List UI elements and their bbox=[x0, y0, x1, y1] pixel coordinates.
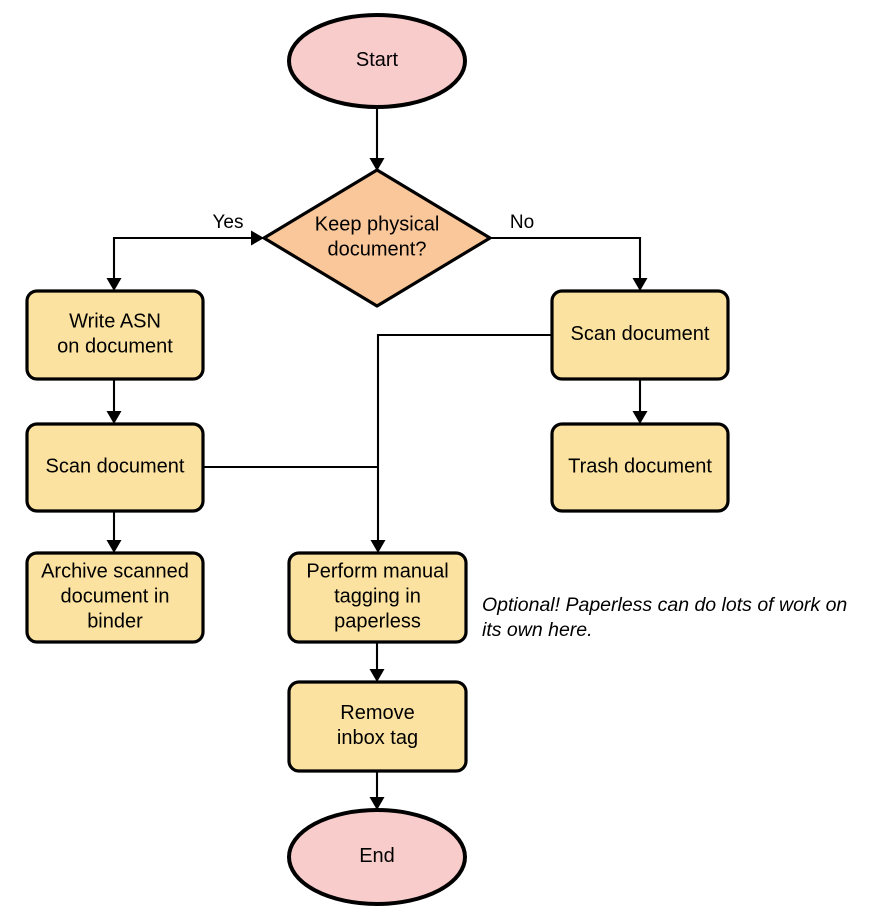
node-label-line: Trash document bbox=[568, 456, 712, 478]
node-label: Scan document bbox=[46, 456, 185, 478]
edge-tagging-to-remove-tag bbox=[369, 642, 385, 682]
node-label: Remove inbox tag bbox=[337, 702, 418, 749]
edge-label-decision-no: No bbox=[510, 212, 534, 233]
node-label: Start bbox=[356, 49, 399, 71]
node-label: Keep physical document? bbox=[315, 214, 440, 261]
arrowhead-icon bbox=[106, 411, 122, 424]
node-label: End bbox=[359, 845, 395, 867]
node-label-line: paperless bbox=[334, 611, 421, 633]
arrowhead-icon bbox=[632, 411, 648, 424]
edge-remove-tag-to-end bbox=[369, 771, 385, 810]
edge-scan-right-to-tagging bbox=[370, 333, 552, 553]
process-box[interactable] bbox=[25, 289, 205, 381]
edge-start-to-decision bbox=[369, 107, 385, 171]
node-label-line: on document bbox=[57, 336, 173, 358]
node-archive-binder[interactable]: Archive scanned document in binder bbox=[25, 551, 205, 644]
arrowhead-icon bbox=[370, 540, 386, 553]
edge-scan-right-to-trash bbox=[632, 379, 648, 424]
process-box[interactable] bbox=[25, 551, 205, 644]
node-label: Trash document bbox=[568, 456, 712, 478]
node-scan-right[interactable]: Scan document bbox=[550, 289, 730, 381]
annotation-optional-note: Optional! Paperless can do lots of work … bbox=[482, 594, 847, 641]
arrowhead-icon bbox=[369, 797, 385, 810]
node-start[interactable]: Start bbox=[287, 13, 467, 109]
annotation-line: Optional! Paperless can do lots of work … bbox=[482, 594, 847, 616]
node-label-line: document? bbox=[328, 239, 427, 261]
node-label: Archive scanned document in binder bbox=[41, 561, 189, 633]
node-label-line: Write ASN bbox=[69, 311, 161, 333]
arrowhead-icon bbox=[106, 540, 122, 553]
edge-label-decision-yes: Yes bbox=[213, 212, 244, 233]
node-label-line: End bbox=[359, 845, 395, 867]
decision-diamond[interactable] bbox=[262, 168, 492, 308]
edges-layer: Yes No bbox=[106, 107, 648, 810]
edge-line bbox=[490, 236, 642, 284]
node-keep-physical[interactable]: Keep physical document? bbox=[262, 168, 492, 308]
node-write-asn[interactable]: Write ASN on document bbox=[25, 289, 205, 381]
node-label-line: document in bbox=[61, 586, 170, 608]
node-label-line: binder bbox=[87, 611, 143, 633]
node-label-line: inbox tag bbox=[337, 727, 418, 749]
node-label-line: Keep physical bbox=[315, 214, 440, 236]
node-label-line: Archive scanned bbox=[41, 561, 189, 583]
node-label-line: tagging in bbox=[334, 586, 421, 608]
node-label-line: Remove bbox=[340, 702, 414, 724]
process-box[interactable] bbox=[550, 422, 730, 513]
edge-decision-yes: Yes bbox=[106, 212, 264, 291]
terminal-ellipse[interactable] bbox=[287, 808, 467, 906]
node-manual-tagging[interactable]: Perform manual tagging in paperless bbox=[287, 551, 468, 644]
node-end[interactable]: End bbox=[287, 808, 467, 906]
arrowhead-icon bbox=[369, 669, 385, 682]
annotation-line: its own here. bbox=[482, 619, 593, 641]
process-box[interactable] bbox=[550, 289, 730, 381]
node-label-line: Perform manual bbox=[306, 561, 448, 583]
node-label-line: Start bbox=[356, 49, 399, 71]
edge-decision-no: No bbox=[477, 212, 648, 291]
node-trash[interactable]: Trash document bbox=[550, 422, 730, 513]
edge-scan-left-to-archive bbox=[106, 511, 122, 553]
terminal-ellipse[interactable] bbox=[287, 13, 467, 109]
edge-write-asn-to-scan-left bbox=[106, 379, 122, 424]
node-label-line: Scan document bbox=[571, 323, 710, 345]
edge-line bbox=[376, 333, 552, 546]
process-box[interactable] bbox=[287, 680, 468, 773]
edge-line bbox=[112, 236, 264, 284]
node-label: Perform manual tagging in paperless bbox=[306, 561, 448, 633]
arrowhead-icon bbox=[251, 230, 264, 246]
node-remove-inbox-tag[interactable]: Remove inbox tag bbox=[287, 680, 468, 773]
process-box[interactable] bbox=[287, 551, 468, 644]
node-scan-left[interactable]: Scan document bbox=[25, 422, 205, 513]
arrowhead-icon bbox=[632, 278, 648, 291]
node-label-line: Scan document bbox=[46, 456, 185, 478]
arrowhead-icon bbox=[106, 278, 122, 291]
arrowhead-icon bbox=[369, 158, 385, 171]
annotations-layer: Optional! Paperless can do lots of work … bbox=[482, 594, 847, 641]
node-label: Scan document bbox=[571, 323, 710, 345]
node-label: Write ASN on document bbox=[57, 311, 173, 358]
process-box[interactable] bbox=[25, 422, 205, 513]
